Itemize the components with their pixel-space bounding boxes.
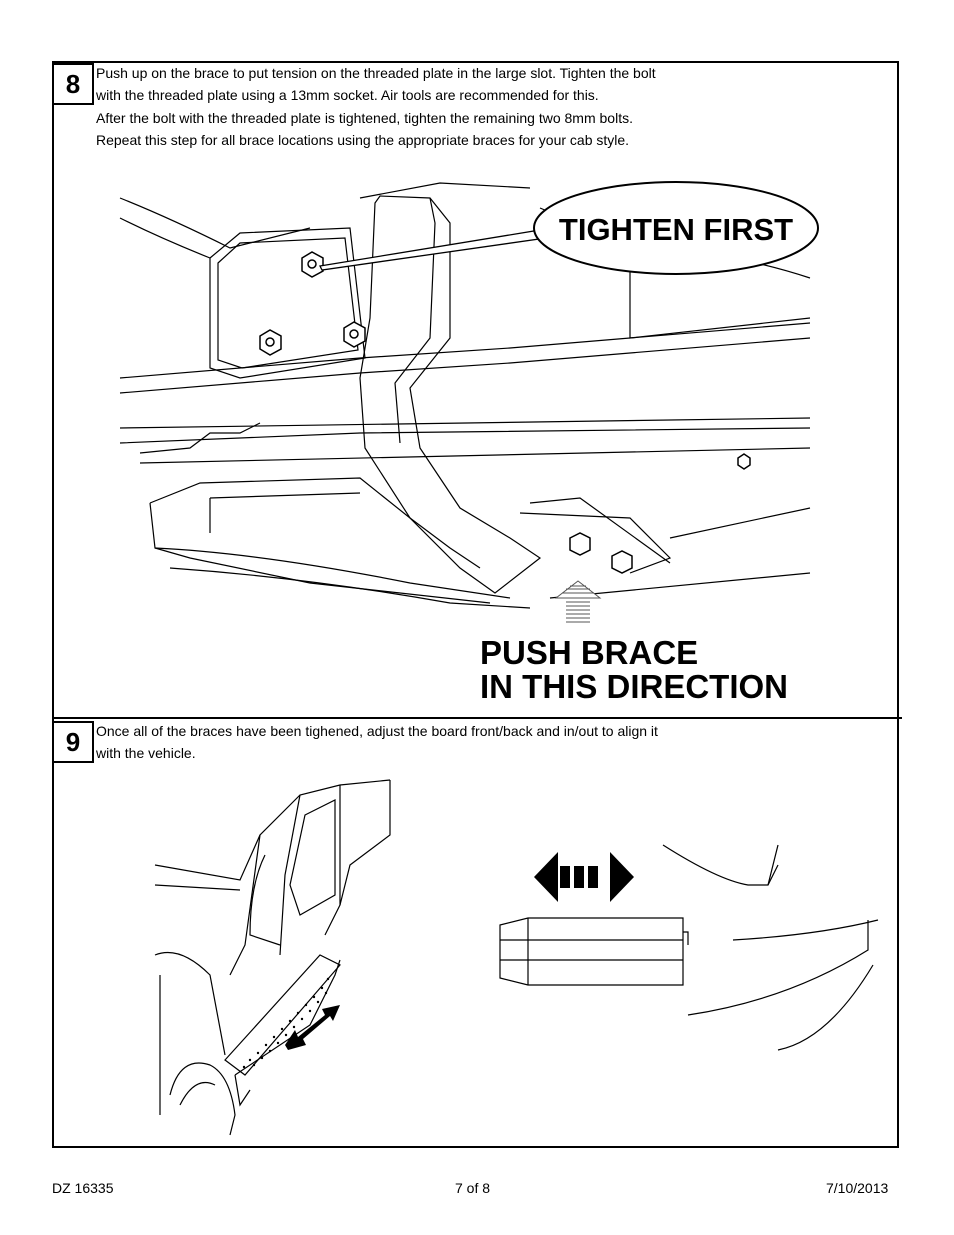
document-date: 7/10/2013 [826, 1180, 889, 1196]
instruction-frame [52, 61, 899, 1148]
step-8-line: Push up on the brace to put tension on t… [96, 65, 656, 81]
step-9-line: with the vehicle. [96, 745, 196, 762]
push-brace-line-1: PUSH BRACE [480, 634, 699, 671]
push-brace-line-2: IN THIS DIRECTION [480, 668, 789, 705]
step-8-instructions: Push up on the brace to put tension on t… [96, 62, 656, 151]
tighten-first-label: TIGHTEN FIRST [559, 212, 793, 247]
step-8-number: 8 [52, 63, 94, 105]
push-brace-label: PUSH BRACE IN THIS DIRECTION [480, 636, 788, 704]
step-divider [52, 717, 902, 719]
page-number: 7 of 8 [455, 1180, 491, 1196]
step-9-number: 9 [52, 721, 94, 763]
step-9-instructions: Once all of the braces have been tighene… [96, 720, 658, 765]
document-id: DZ 16335 [52, 1180, 114, 1196]
step-8-line: Repeat this step for all brace locations… [96, 131, 630, 148]
truck-side-illustration [154, 779, 391, 1136]
brace-install-illustration: TIGHTEN FIRST [119, 181, 819, 623]
step-9-line: Once all of the braces have been tighene… [96, 723, 658, 739]
board-end-detail [499, 844, 879, 1051]
step-8-line: After the bolt with the threaded plate i… [96, 109, 633, 126]
step-8-line: with the threaded plate using a 13mm soc… [96, 87, 599, 104]
